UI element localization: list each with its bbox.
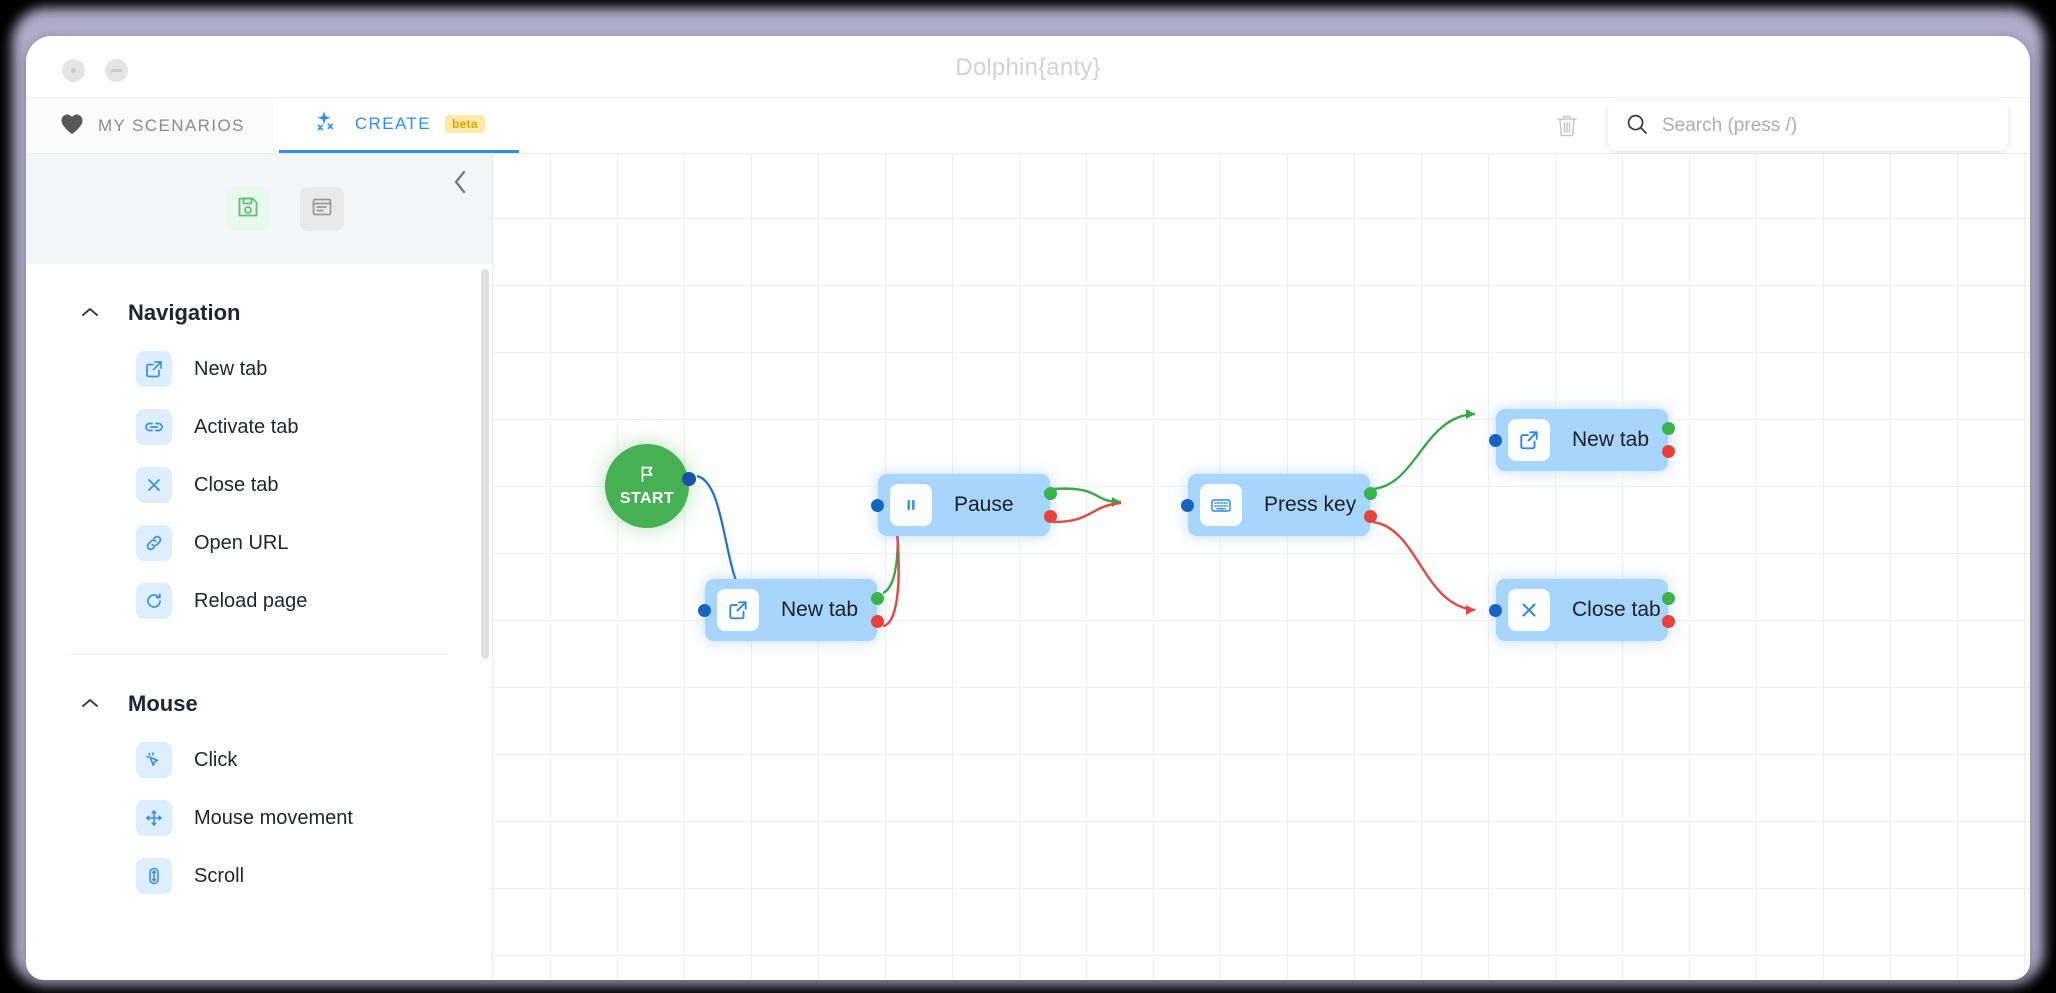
node-success-port[interactable] <box>1364 487 1377 500</box>
header-actions <box>1552 98 2030 154</box>
sidebar-toolbar <box>26 154 492 264</box>
node-error-port[interactable] <box>871 615 884 628</box>
node-input-port[interactable] <box>871 499 884 512</box>
flow-canvas[interactable]: START New tab <box>493 154 2030 980</box>
external-link-icon <box>717 589 759 631</box>
flag-icon <box>637 464 657 488</box>
node-success-port[interactable] <box>871 592 884 605</box>
chevron-up-icon <box>80 306 100 321</box>
app-window: Dolphin{anty} MY SCENARIOS CREATE <box>26 36 2030 980</box>
node-success-port[interactable] <box>1662 592 1675 605</box>
tab-create[interactable]: CREATE beta <box>278 98 519 153</box>
sidebar-item-close-tab-label: Close tab <box>194 473 279 496</box>
node-error-port[interactable] <box>1044 510 1057 523</box>
tab-my-scenarios-label: MY SCENARIOS <box>98 115 245 135</box>
sidebar-item-reload-page[interactable]: Reload page <box>26 572 492 630</box>
node-press-key[interactable]: Press key <box>1181 474 1377 536</box>
search-input[interactable] <box>1662 115 1990 137</box>
chain-link-icon <box>136 525 172 561</box>
node-success-port[interactable] <box>1662 422 1675 435</box>
search-box[interactable] <box>1608 101 2008 151</box>
close-x-icon <box>1508 589 1550 631</box>
refresh-icon <box>136 583 172 619</box>
chevron-left-icon[interactable] <box>450 167 470 202</box>
sidebar-group-navigation-title: Navigation <box>128 300 241 325</box>
sidebar-scrollbar[interactable] <box>481 269 489 659</box>
node-input-port[interactable] <box>1489 434 1502 447</box>
floppy-disk-icon <box>236 195 260 224</box>
node-input-port[interactable] <box>1181 499 1194 512</box>
sidebar-item-close-tab[interactable]: Close tab <box>26 456 492 514</box>
beta-badge: beta <box>444 115 485 133</box>
node-input-port[interactable] <box>1489 604 1502 617</box>
sidebar-item-open-url[interactable]: Open URL <box>26 514 492 572</box>
sidebar-item-activate-tab-label: Activate tab <box>194 415 299 438</box>
node-pause[interactable]: Pause <box>871 474 1057 536</box>
tab-create-label: CREATE <box>354 114 431 133</box>
node-start-label: START <box>619 490 675 507</box>
external-link-icon <box>136 351 172 387</box>
sidebar-group-mouse-title: Mouse <box>128 691 198 716</box>
chevron-up-icon <box>80 697 100 712</box>
search-icon <box>1626 113 1648 140</box>
node-label: Press key <box>1264 493 1357 516</box>
node-start-output-port[interactable] <box>682 472 696 486</box>
sidebar-item-scroll-label: Scroll <box>194 864 245 887</box>
sidebar-group-mouse: Mouse Click <box>26 655 492 905</box>
close-button[interactable] <box>62 59 85 82</box>
sidebar-item-mouse-movement[interactable]: Mouse movement <box>26 789 492 847</box>
node-success-port[interactable] <box>1044 487 1057 500</box>
cursor-click-icon <box>136 742 172 778</box>
sidebar-item-activate-tab[interactable]: Activate tab <box>26 398 492 456</box>
node-input-port[interactable] <box>698 604 711 617</box>
note-icon <box>310 195 334 224</box>
move-arrows-icon <box>136 800 172 836</box>
sidebar-item-mouse-movement-label: Mouse movement <box>194 806 353 829</box>
node-error-port[interactable] <box>1662 615 1675 628</box>
pause-icon <box>890 484 932 526</box>
keyboard-icon <box>1200 484 1242 526</box>
sidebar-group-navigation-header[interactable]: Navigation <box>26 264 492 340</box>
node-label: New tab <box>1572 428 1650 451</box>
notes-button[interactable] <box>300 187 344 231</box>
sidebar-item-new-tab[interactable]: New tab <box>26 340 492 398</box>
sidebar-divider <box>70 654 448 655</box>
sidebar-group-navigation: Navigation New tab <box>26 264 492 655</box>
node-new-tab-1[interactable]: New tab <box>698 579 884 641</box>
node-error-port[interactable] <box>1662 445 1675 458</box>
sidebar-item-click-label: Click <box>194 748 238 771</box>
node-label: Pause <box>954 493 1014 516</box>
node-error-port[interactable] <box>1364 510 1377 523</box>
external-link-icon <box>1508 419 1550 461</box>
tab-my-scenarios[interactable]: MY SCENARIOS <box>26 98 279 153</box>
flow-edges <box>696 409 1476 628</box>
trash-icon[interactable] <box>1552 111 1582 141</box>
minimize-button[interactable] <box>105 59 128 82</box>
sidebar-item-new-tab-label: New tab <box>194 357 268 380</box>
minimize-icon <box>111 69 122 72</box>
window-controls <box>62 59 128 82</box>
close-x-icon <box>136 467 172 503</box>
node-label: New tab <box>781 598 859 621</box>
close-icon <box>71 68 76 73</box>
tab-bar: MY SCENARIOS CREATE beta <box>26 98 2030 154</box>
scroll-updown-icon <box>136 858 172 894</box>
title-bar: Dolphin{anty} <box>26 36 2030 98</box>
sidebar: Navigation New tab <box>26 154 493 980</box>
window-title: Dolphin{anty} <box>955 54 1101 81</box>
sidebar-item-click[interactable]: Click <box>26 731 492 789</box>
sparkle-icon <box>313 109 341 140</box>
node-new-tab-2[interactable]: New tab <box>1489 409 1675 471</box>
node-close-tab[interactable]: Close tab <box>1489 579 1675 641</box>
link-horizontal-icon <box>136 409 172 445</box>
sidebar-item-open-url-label: Open URL <box>194 531 289 554</box>
sidebar-item-reload-page-label: Reload page <box>194 589 308 612</box>
sidebar-group-mouse-header[interactable]: Mouse <box>26 655 492 731</box>
sidebar-item-scroll[interactable]: Scroll <box>26 847 492 905</box>
node-label: Close tab <box>1572 598 1661 621</box>
heart-icon <box>60 113 84 139</box>
save-scenario-button[interactable] <box>226 187 270 231</box>
node-start[interactable]: START <box>605 444 696 528</box>
app-body: Navigation New tab <box>26 154 2030 980</box>
